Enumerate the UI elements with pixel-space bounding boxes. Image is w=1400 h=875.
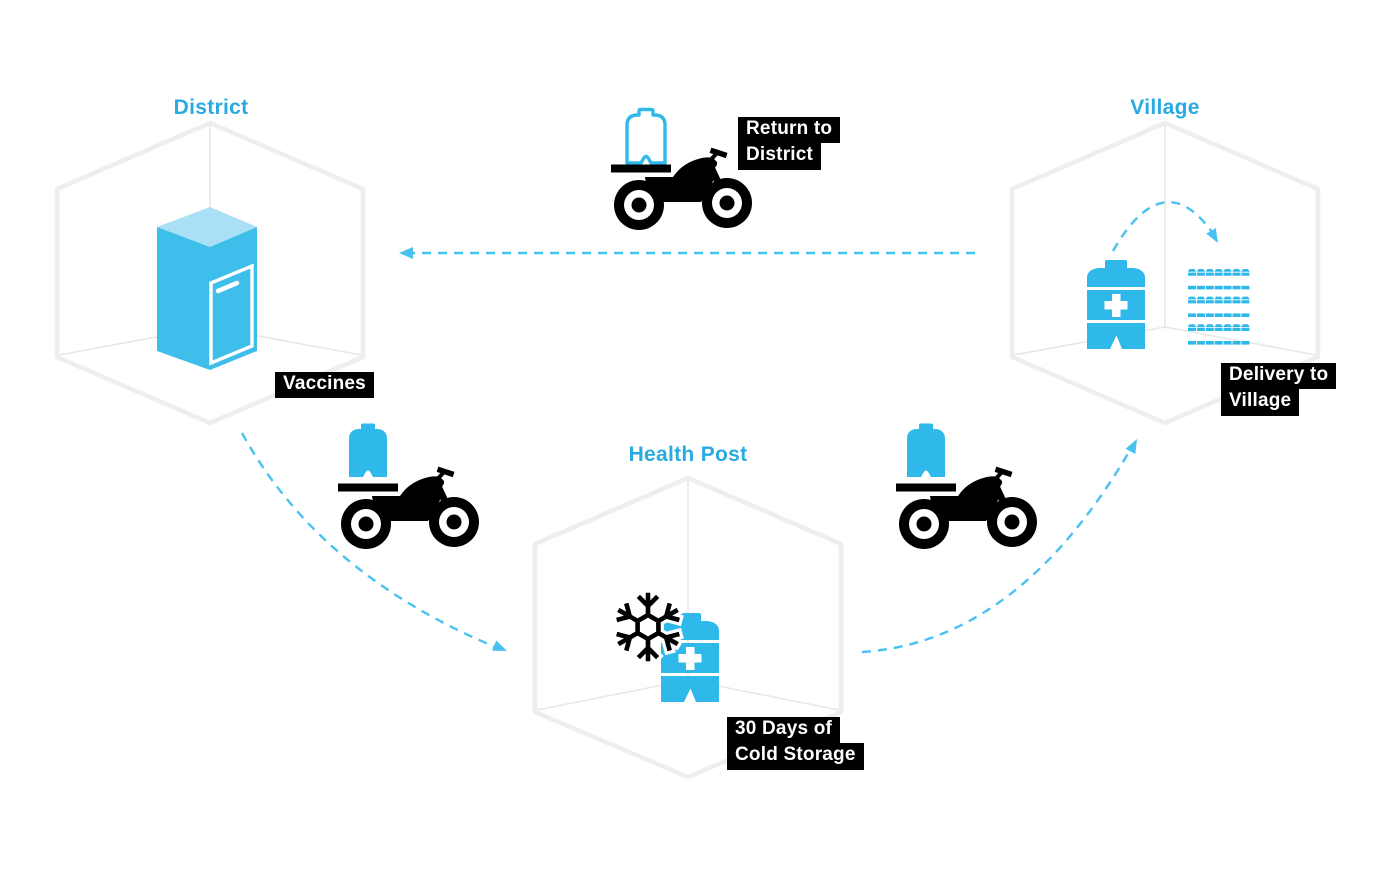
vial-glyph xyxy=(1196,324,1205,331)
vial-glyph xyxy=(1196,313,1205,317)
vial-glyph xyxy=(1223,341,1232,345)
vial-glyph xyxy=(1241,324,1250,331)
vial-glyph xyxy=(1214,341,1223,345)
vial-glyph xyxy=(1205,324,1214,331)
badge-line: District xyxy=(738,143,822,170)
motorcycle-empty-carrier-icon xyxy=(611,107,752,231)
vial-glyph xyxy=(1205,285,1214,290)
district-title: District xyxy=(173,96,249,119)
vial-glyph xyxy=(1188,285,1196,290)
cold-storage-badge: 30 Days of Cold Storage xyxy=(727,717,864,770)
motorcycle-carrier-icon xyxy=(896,423,1037,550)
badge-line: Vaccines xyxy=(275,372,374,399)
vial-glyph xyxy=(1223,285,1232,290)
arrow-district-to-health-post xyxy=(240,432,507,651)
vial-glyph xyxy=(1214,285,1223,290)
vial-glyph xyxy=(1214,269,1223,276)
vial-glyph xyxy=(1232,341,1241,345)
arrow-return-to-district xyxy=(399,247,975,259)
vial-glyph xyxy=(1232,313,1241,317)
vial-glyph xyxy=(1205,313,1214,317)
vial-glyph xyxy=(1223,269,1232,276)
vial-glyph xyxy=(1188,324,1196,331)
vial-glyph xyxy=(1196,269,1205,276)
arrow-health-post-to-village xyxy=(861,439,1137,654)
vial-glyph xyxy=(1188,313,1196,317)
delivery-to-village-badge: Delivery to Village xyxy=(1221,363,1337,416)
vial-glyph xyxy=(1241,269,1250,276)
vial-glyph xyxy=(1241,296,1250,304)
badge-line: 30 Days of xyxy=(727,717,841,744)
badge-line: Return to xyxy=(738,117,841,144)
vial-glyph xyxy=(1214,313,1223,317)
motorcycle-icon xyxy=(338,467,479,549)
vial-glyph xyxy=(1241,285,1250,290)
health-post-title: Health Post xyxy=(628,443,748,466)
vial-glyph xyxy=(1232,285,1241,290)
vial-glyph xyxy=(1241,313,1250,317)
badge-line: Village xyxy=(1221,389,1300,416)
vaccines-badge: Vaccines xyxy=(275,372,374,399)
vial-glyph xyxy=(1241,341,1250,345)
vaccine-cooler-icon xyxy=(1087,260,1145,349)
village-title: Village xyxy=(1130,96,1200,119)
vial-glyph xyxy=(1196,341,1205,345)
vial-glyph xyxy=(1223,324,1232,331)
vial-glyph xyxy=(1214,324,1223,331)
badge-line: Delivery to xyxy=(1221,363,1337,390)
vial-glyph xyxy=(1232,296,1241,304)
vial-glyph xyxy=(1223,313,1232,317)
vial-glyph xyxy=(1205,296,1214,304)
vial-glyph xyxy=(1188,341,1196,345)
snowflake-icon xyxy=(612,589,684,665)
vial-glyph xyxy=(1232,324,1241,331)
vial-glyph xyxy=(1205,341,1214,345)
badge-line: Cold Storage xyxy=(727,743,864,770)
vial-glyph xyxy=(1205,269,1214,276)
vial-glyph xyxy=(1214,296,1223,304)
vial-grid-icon xyxy=(1188,269,1250,345)
vial-glyph xyxy=(1188,296,1196,304)
vial-glyph xyxy=(1232,269,1241,276)
vial-glyph xyxy=(1188,269,1196,276)
vial-glyph xyxy=(1223,296,1232,304)
refrigerator-icon xyxy=(157,207,257,370)
return-to-district-badge: Return to District xyxy=(738,117,841,170)
vaccine-cooler-icon xyxy=(661,613,719,702)
arrow-cooler-to-vials xyxy=(1111,200,1218,252)
motorcycle-icon xyxy=(896,467,1037,549)
motorcycle-carrier-icon xyxy=(338,423,479,550)
vial-glyph xyxy=(1196,296,1205,304)
vial-glyph xyxy=(1196,285,1205,290)
